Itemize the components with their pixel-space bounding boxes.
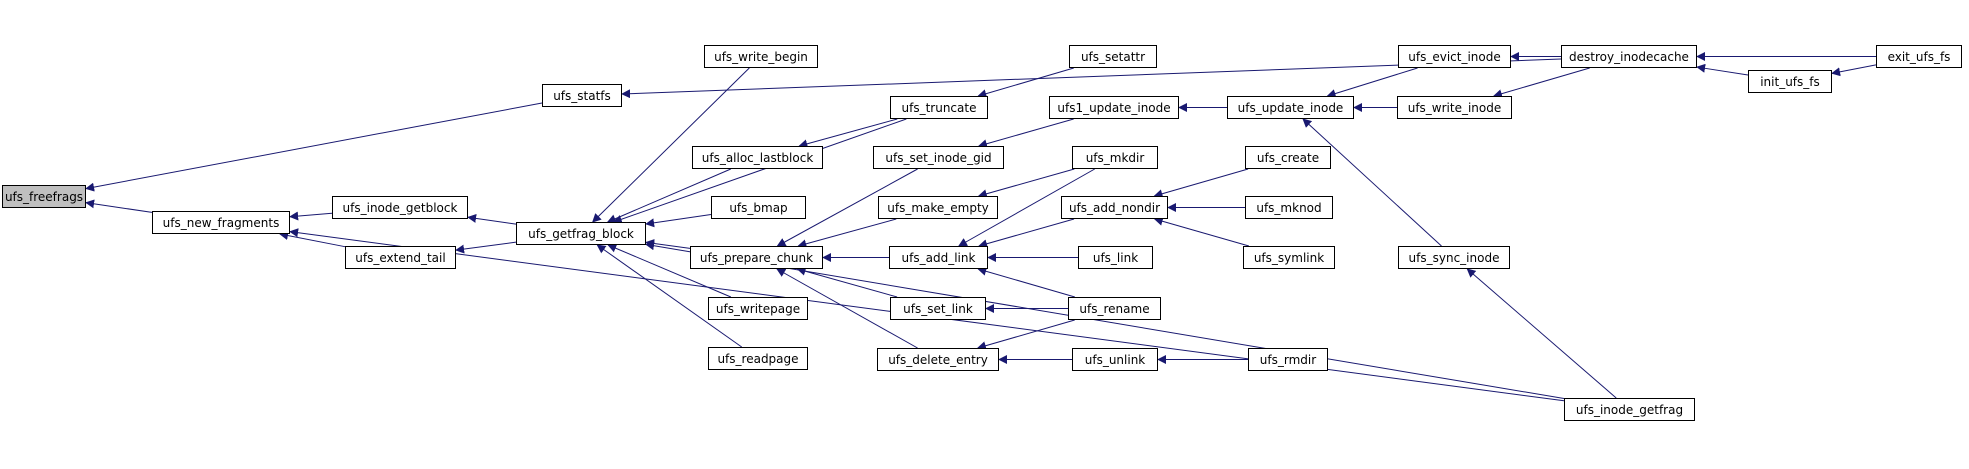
node-ufs-link[interactable]: ufs_link [1078,246,1153,269]
edge-init_ufs_fs-to-destroy_inodecache [1696,63,1749,76]
node-ufs-freefrags[interactable]: ufs_freefrags [2,185,86,208]
edge-ufs_mkdir-to-ufs_make_empty [977,168,1075,199]
edge-ufs_add_nondir-to-ufs_add_link [978,218,1075,249]
node-ufs-writepage[interactable]: ufs_writepage [708,297,808,320]
node-ufs-extend-tail[interactable]: ufs_extend_tail [345,246,456,269]
edge-ufs_make_empty-to-ufs_prepare_chunk [797,218,897,249]
edge-ufs1_update_inode-to-ufs_set_inode_gid [977,118,1074,149]
edge-ufs_extend_tail-to-ufs_new_fragments [279,231,346,248]
edge-ufs_setattr-to-ufs_truncate [977,67,1074,99]
node-ufs-mkdir[interactable]: ufs_mkdir [1072,146,1158,169]
node-ufs-getfrag-block[interactable]: ufs_getfrag_block [516,222,646,245]
node-ufs-evict-inode[interactable]: ufs_evict_inode [1398,45,1511,68]
node-ufs-symlink[interactable]: ufs_symlink [1243,246,1335,269]
edge-ufs_write_begin-to-ufs_getfrag_block [592,67,750,223]
node-ufs-add-nondir[interactable]: ufs_add_nondir [1061,196,1168,219]
node-ufs-unlink[interactable]: ufs_unlink [1072,348,1158,371]
edge-ufs_truncate-to-ufs_getfrag_block [612,118,907,224]
edge-ufs_statfs-to-ufs_freefrags [85,102,543,192]
node-ufs-setattr[interactable]: ufs_setattr [1069,45,1157,68]
edge-ufs_sync_inode-to-ufs_update_inode [1302,118,1442,247]
node-init-ufs-fs[interactable]: init_ufs_fs [1748,70,1832,93]
node-ufs-make-empty[interactable]: ufs_make_empty [878,196,998,219]
edge-ufs_inode_getblock-to-ufs_new_fragments [289,211,333,221]
node-ufs-write-begin[interactable]: ufs_write_begin [704,45,818,68]
node-ufs-new-fragments[interactable]: ufs_new_fragments [152,211,290,234]
edge-ufs_rename-to-ufs_add_link [977,266,1075,298]
node-ufs-bmap[interactable]: ufs_bmap [711,196,806,219]
node-ufs-inode-getfrag[interactable]: ufs_inode_getfrag [1564,398,1695,421]
edge-ufs_bmap-to-ufs_getfrag_block [645,213,712,228]
node-ufs-readpage[interactable]: ufs_readpage [708,347,808,370]
node-ufs-statfs[interactable]: ufs_statfs [542,84,622,107]
edge-ufs_inode_getfrag-to-ufs_sync_inode [1466,268,1617,399]
node-ufs-write-inode[interactable]: ufs_write_inode [1397,96,1512,119]
node-ufs-create[interactable]: ufs_create [1245,146,1331,169]
node-exit-ufs-fs[interactable]: exit_ufs_fs [1876,45,1962,68]
node-ufs-sync-inode[interactable]: ufs_sync_inode [1398,246,1510,269]
node-ufs1-update-inode[interactable]: ufs1_update_inode [1049,96,1179,119]
node-ufs-set-inode-gid[interactable]: ufs_set_inode_gid [873,146,1004,169]
edge-ufs_writepage-to-ufs_getfrag_block [607,244,732,298]
edge-ufs_delete_entry-to-ufs_prepare_chunk [776,268,918,349]
node-ufs-truncate[interactable]: ufs_truncate [890,96,988,119]
node-ufs-mknod[interactable]: ufs_mknod [1245,196,1333,219]
edge-ufs_mkdir-to-ufs_add_link [958,168,1095,247]
node-destroy-inodecache[interactable]: destroy_inodecache [1561,45,1697,68]
edge-ufs_evict_inode-to-ufs_update_inode [1326,67,1418,98]
edge-exit_ufs_fs-to-init_ufs_fs [1831,64,1877,77]
edge-ufs_symlink-to-ufs_add_nondir [1153,216,1250,247]
node-ufs-update-inode[interactable]: ufs_update_inode [1227,96,1354,119]
node-ufs-rename[interactable]: ufs_rename [1068,297,1161,320]
node-ufs-prepare-chunk[interactable]: ufs_prepare_chunk [690,246,823,269]
edge-ufs_getfrag_block-to-ufs_inode_getblock [467,213,517,225]
edge-ufs_alloc_lastblock-to-ufs_getfrag_block [606,168,731,223]
node-ufs-rmdir[interactable]: ufs_rmdir [1248,348,1328,371]
edge-ufs_new_fragments-to-ufs_freefrags [85,199,153,213]
edge-ufs_readpage-to-ufs_getfrag_block [596,244,743,348]
edge-ufs_set_inode_gid-to-ufs_prepare_chunk [776,168,918,247]
node-ufs-inode-getblock[interactable]: ufs_inode_getblock [332,196,468,219]
node-ufs-delete-entry[interactable]: ufs_delete_entry [877,348,999,371]
edge-ufs_getfrag_block-to-ufs_extend_tail [455,241,517,254]
edge-ufs_set_link-to-ufs_prepare_chunk [796,266,898,298]
edge-ufs_rename-to-ufs_delete_entry [976,319,1075,351]
node-ufs-add-link[interactable]: ufs_add_link [889,246,988,269]
edge-ufs_truncate-to-ufs_alloc_lastblock [798,118,898,149]
node-ufs-alloc-lastblock[interactable]: ufs_alloc_lastblock [692,146,823,169]
node-ufs-set-link[interactable]: ufs_set_link [890,297,986,320]
edge-destroy_inodecache-to-ufs_write_inode [1492,67,1590,99]
edge-ufs_create-to-ufs_add_nondir [1153,168,1249,199]
